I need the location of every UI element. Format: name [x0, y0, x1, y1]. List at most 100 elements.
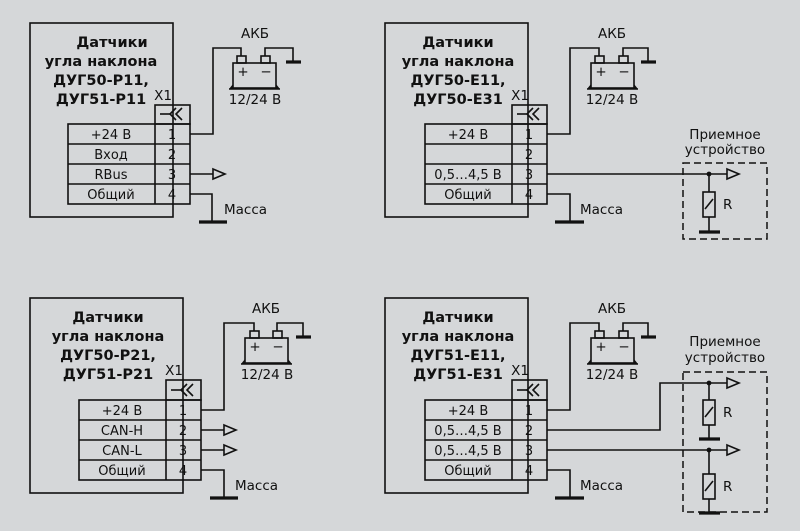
- battery-label: АКБ: [598, 301, 626, 317]
- wire-battery-minus: [276, 322, 304, 337]
- pin-3-signal: 0,5…4,5 В: [434, 168, 501, 183]
- output-arrow-icon: [223, 423, 239, 437]
- battery-plus: +: [595, 64, 606, 80]
- pin-1-signal: +24 В: [448, 404, 489, 419]
- diagram-e51: Датчики угла наклона ДУГ51-Е11, ДУГ51-Е3…: [384, 297, 768, 515]
- sensor-box: [384, 22, 529, 218]
- receiver-box: [682, 371, 768, 513]
- pin-4-number: 4: [525, 188, 533, 203]
- connector-table: +24 В 0,5…4,5 В 0,5…4,5 В Общий 1 2 3 4: [424, 379, 548, 481]
- pin-2-number: 2: [168, 148, 176, 163]
- wire-ground: [547, 193, 571, 222]
- diagram-p21: Датчики угла наклона ДУГ50-Р21, ДУГ51-Р2…: [29, 297, 311, 500]
- ground-label: Масса: [580, 202, 623, 218]
- pin-4-signal: Общий: [87, 188, 134, 203]
- battery-voltage: 12/24 В: [241, 367, 293, 383]
- sensor-box: [29, 297, 184, 494]
- pin-4-signal: Общий: [444, 188, 491, 203]
- pin-2-signal: 0,5…4,5 В: [434, 424, 501, 439]
- wire-battery-minus: [264, 47, 294, 62]
- wire-ground: [201, 469, 225, 498]
- sensor-box: [384, 297, 529, 494]
- pin-4-number: 4: [168, 188, 176, 203]
- battery-voltage: 12/24 В: [229, 92, 281, 108]
- connector-label: X1: [511, 88, 529, 104]
- pin-1-number: 1: [179, 404, 187, 419]
- resistor-label: R: [723, 405, 732, 421]
- output-arrow-icon: [726, 376, 742, 390]
- title-line-2: угла наклона: [52, 329, 165, 345]
- title-line-4: ДУГ51-Е31: [413, 367, 503, 383]
- ground-label: Масса: [580, 478, 623, 494]
- title-line-2: угла наклона: [402, 54, 515, 70]
- pin-1-signal: +24 В: [91, 128, 132, 143]
- pin-3-signal: CAN-L: [102, 444, 142, 459]
- battery-minus: −: [618, 339, 629, 355]
- battery-voltage: 12/24 В: [586, 92, 638, 108]
- resistor-label: R: [723, 479, 732, 495]
- battery-plus: +: [249, 339, 260, 355]
- title-line-3: ДУГ50-Р21,: [60, 348, 156, 364]
- connector-icon: [171, 383, 194, 397]
- wire-ground: [190, 193, 213, 222]
- pin-3-number: 3: [179, 444, 187, 459]
- title-line-1: Датчики: [422, 310, 493, 326]
- pin-2-number: 2: [179, 424, 187, 439]
- connector-label: X1: [165, 363, 183, 379]
- pin-1-signal: +24 В: [102, 404, 143, 419]
- wire-power: [201, 322, 255, 411]
- pin-2-number: 2: [525, 424, 533, 439]
- battery-label: АКБ: [252, 301, 280, 317]
- title-line-4: ДУГ51-Р21: [63, 367, 153, 383]
- output-arrow-icon: [726, 443, 742, 457]
- pin-4-signal: Общий: [98, 464, 145, 479]
- wire-battery-minus: [622, 47, 649, 62]
- battery-label: АКБ: [598, 26, 626, 42]
- pin-1-signal: +24 В: [448, 128, 489, 143]
- connector-table: +24 В Вход RBus Общий 1 2 3 4: [67, 104, 191, 205]
- output-arrow-icon: [223, 443, 239, 457]
- output-arrow-icon: [212, 167, 228, 181]
- wire-power: [190, 47, 242, 135]
- wire-ground: [547, 469, 571, 498]
- receiver-label-line-1: Приемное: [689, 334, 760, 350]
- connector-icon: [160, 107, 183, 121]
- battery-minus: −: [260, 64, 271, 80]
- title-line-3: ДУГ50-Р11,: [53, 73, 149, 89]
- diagram-p11: Датчики угла наклона ДУГ50-Р11, ДУГ51-Р1…: [29, 22, 301, 224]
- receiver-label-line-2: устройство: [685, 142, 765, 158]
- title-line-1: Датчики: [76, 35, 147, 51]
- title-line-4: ДУГ50-Е31: [413, 92, 503, 108]
- pin-3-number: 3: [525, 444, 533, 459]
- battery-minus: −: [272, 339, 283, 355]
- pin-3-signal: RBus: [95, 168, 128, 183]
- connector-label: X1: [154, 88, 172, 104]
- pin-1-number: 1: [168, 128, 176, 143]
- pin-3-number: 3: [525, 168, 533, 183]
- battery-minus: −: [618, 64, 629, 80]
- connector-label: X1: [511, 363, 529, 379]
- title-line-3: ДУГ50-Е11,: [410, 73, 505, 89]
- sensor-box: [29, 22, 174, 218]
- battery-label: АКБ: [241, 26, 269, 42]
- title-line-2: угла наклона: [402, 329, 515, 345]
- connector-table: +24 В CAN-H CAN-L Общий 1 2 3 4: [78, 379, 202, 481]
- wire-power: [547, 47, 600, 135]
- ground-label: Масса: [235, 478, 278, 494]
- wire-signal-1: [547, 382, 727, 431]
- connector-icon: [517, 383, 540, 397]
- pin-4-number: 4: [179, 464, 187, 479]
- title-line-2: угла наклона: [45, 54, 158, 70]
- title-line-3: ДУГ51-Е11,: [410, 348, 505, 364]
- receiver-label-line-1: Приемное: [689, 127, 760, 143]
- title-line-1: Датчики: [72, 310, 143, 326]
- connector-icon: [517, 107, 540, 121]
- output-arrow-icon: [726, 167, 742, 181]
- battery-voltage: 12/24 В: [586, 367, 638, 383]
- pin-2-signal: CAN-H: [101, 424, 143, 439]
- pin-3-number: 3: [168, 168, 176, 183]
- wire-battery-minus: [622, 322, 649, 337]
- pin-1-number: 1: [525, 128, 533, 143]
- pin-4-signal: Общий: [444, 464, 491, 479]
